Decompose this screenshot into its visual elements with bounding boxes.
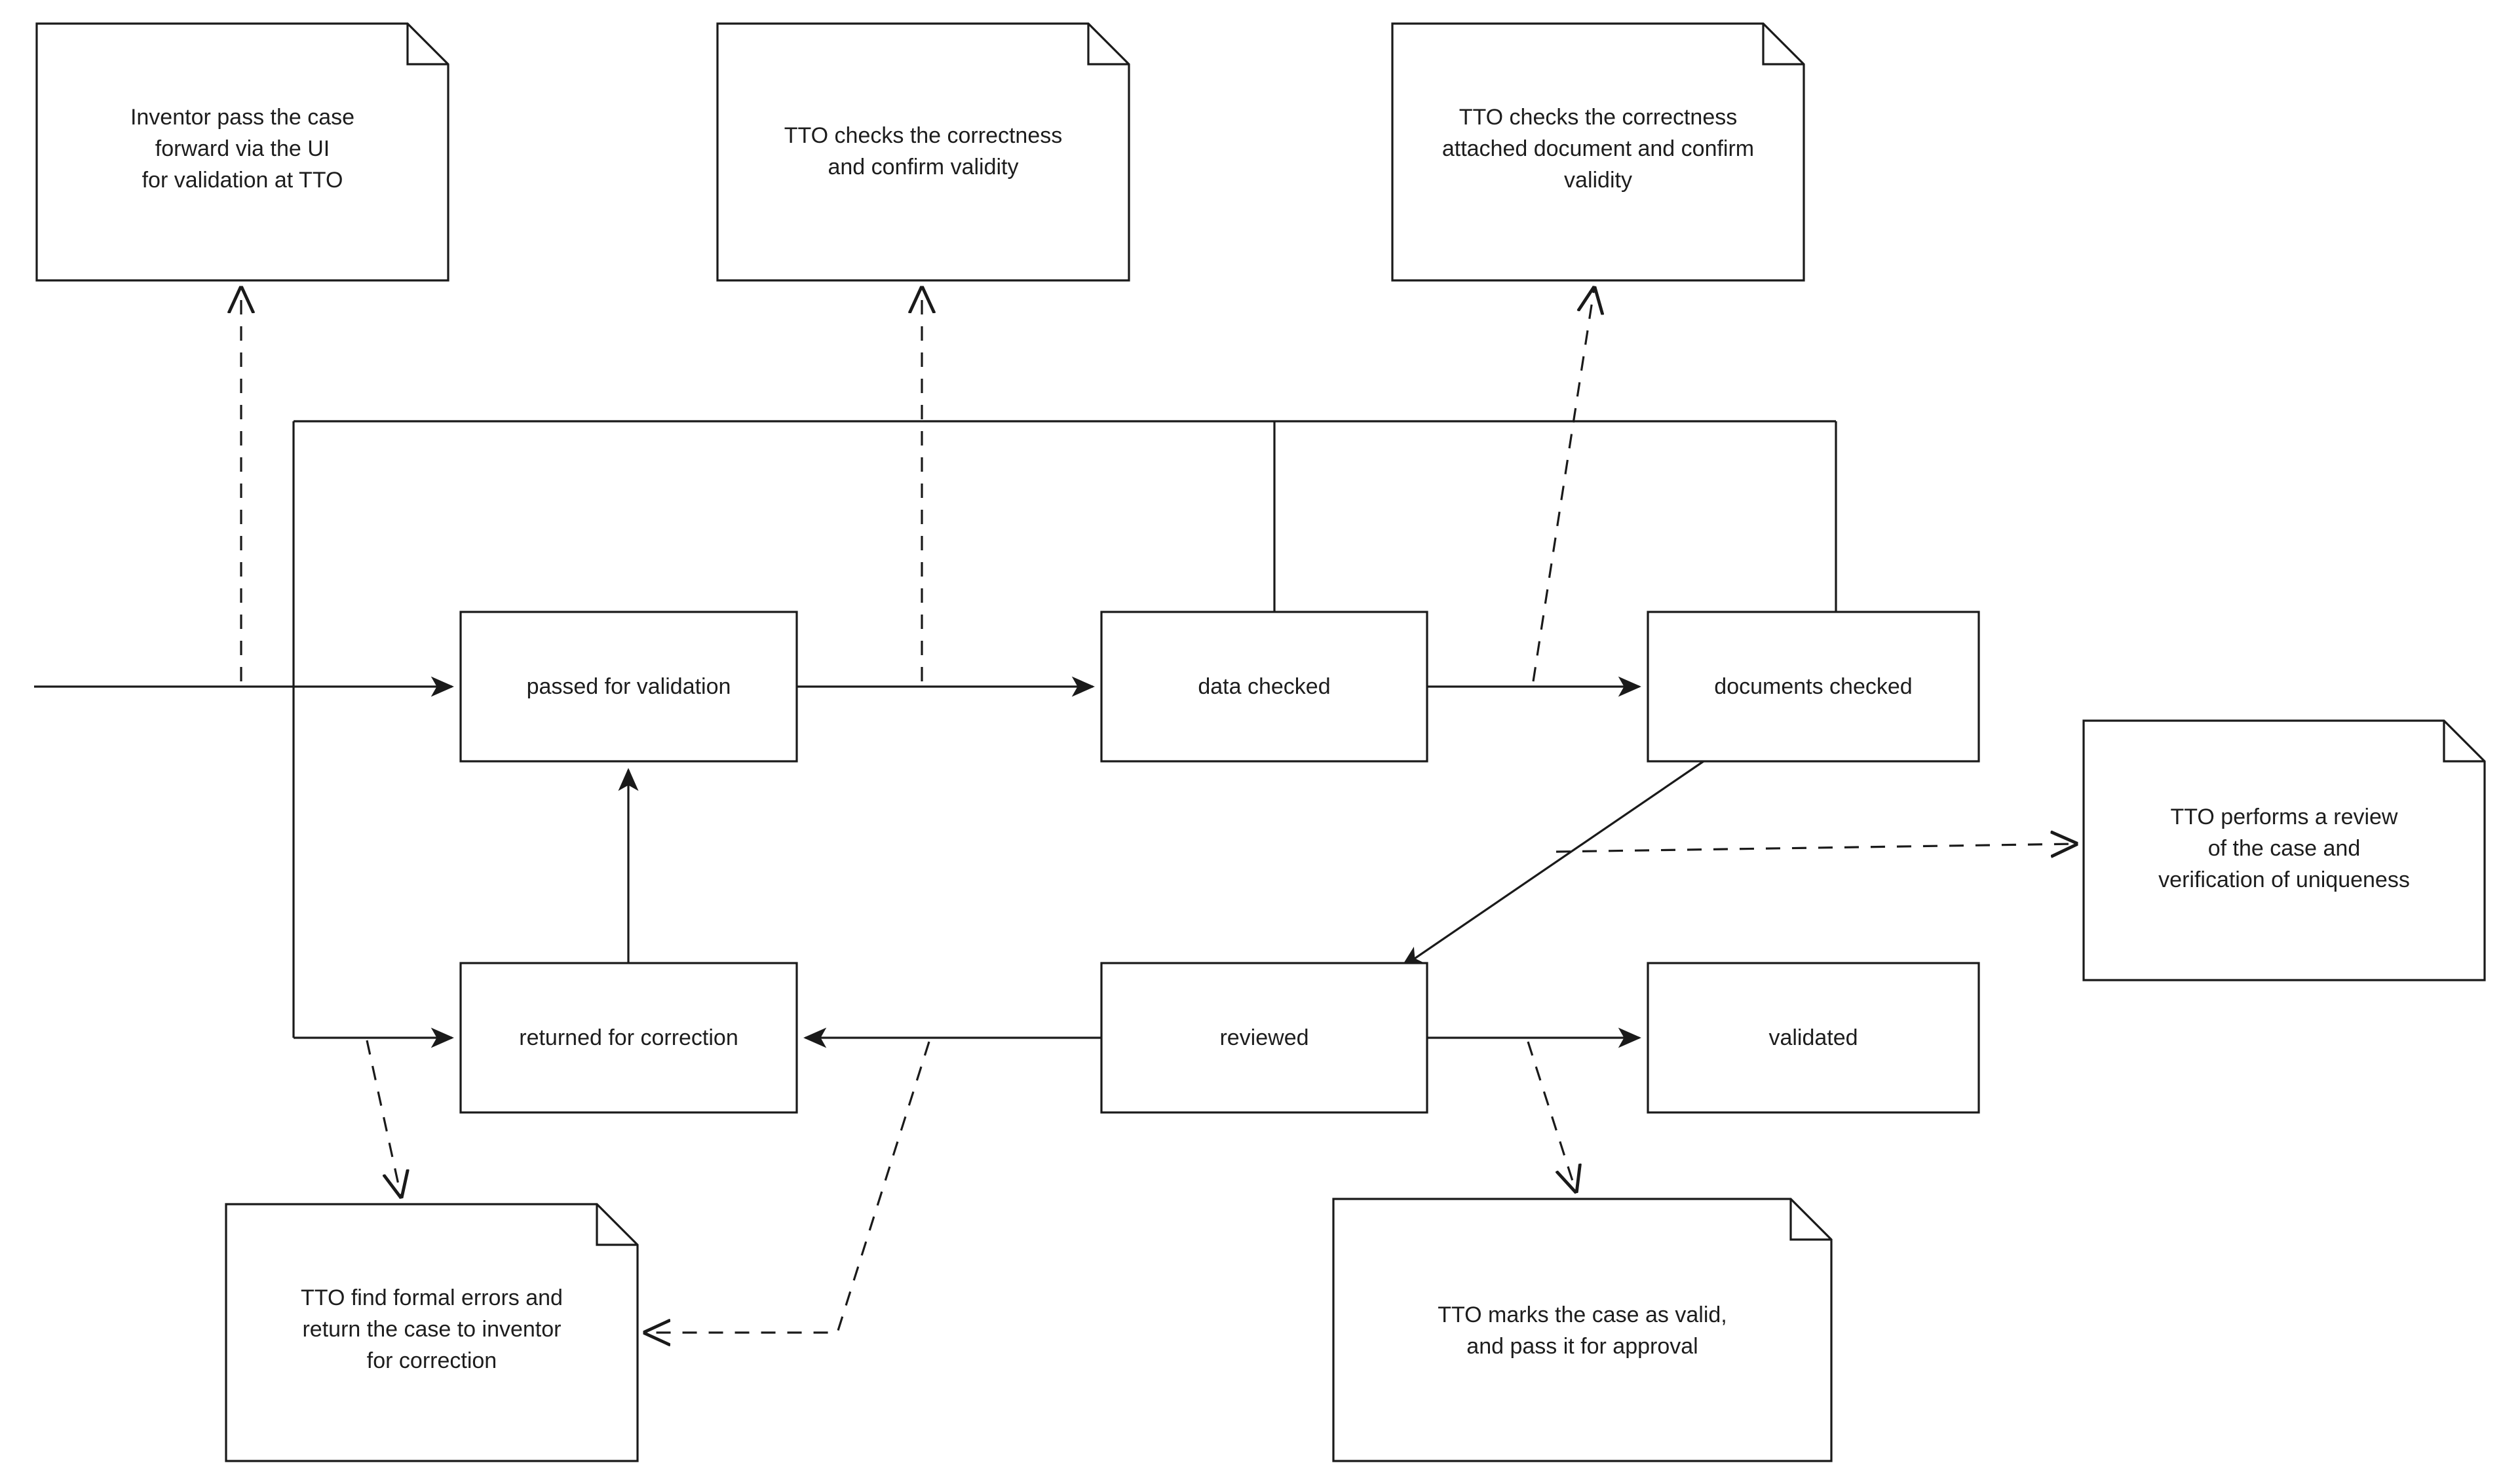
note-line: TTO performs a review [2170,805,2397,829]
state-label-returned-for-correction: returned for correction [519,1025,738,1050]
note-line: return the case to inventor [302,1317,561,1342]
note-line: forward via the UI [155,136,330,161]
note-fold-icon [2443,721,2485,763]
note-tto-review[interactable]: TTO performs a review of the case and ve… [2082,719,2486,981]
note-line: TTO marks the case as valid, [1438,1302,1727,1327]
note-line: for correction [367,1348,497,1373]
note-line: TTO find formal errors and [301,1285,563,1310]
note-line: and confirm validity [828,155,1018,180]
note-fold-icon [406,24,448,66]
note-link-tto-review [1556,844,2076,852]
note-line: verification of uniqueness [2158,867,2410,892]
note-line: validity [1564,168,1632,193]
state-node-passed-for-validation[interactable]: passed for validation [459,611,798,763]
state-label-validated: validated [1768,1025,1858,1050]
note-line: of the case and [2208,836,2361,861]
note-link-tto-find-errors-from-bracket [366,1040,401,1196]
note-link-tto-checks-documents [1532,288,1594,682]
note-line: TTO checks the correctness [1459,105,1738,130]
state-node-documents-checked[interactable]: documents checked [1647,611,1980,763]
state-label-reviewed: reviewed [1219,1025,1308,1050]
note-fold-icon [596,1204,638,1246]
note-link-tto-marks-valid [1527,1041,1576,1191]
state-node-validated[interactable]: validated [1647,962,1980,1114]
top-routing-rail [292,420,1837,1048]
note-line: attached document and confirm [1442,136,1754,161]
note-line: for validation at TTO [142,168,343,193]
note-fold-icon [1789,1199,1831,1241]
note-tto-find-errors[interactable]: TTO find formal errors and return the ca… [225,1203,639,1462]
note-inventor-pass[interactable]: Inventor pass the case forward via the U… [35,22,449,282]
note-line: Inventor pass the case [130,105,354,130]
note-fold-icon [1762,24,1804,66]
note-tto-checks-data[interactable]: TTO checks the correctness and confirm v… [716,22,1130,282]
note-line: TTO checks the correctness [784,123,1063,148]
transition-documents-to-reviewed [1400,760,1704,968]
state-node-reviewed[interactable]: reviewed [1100,962,1428,1114]
state-node-data-checked[interactable]: data checked [1100,611,1428,763]
state-node-returned-for-correction[interactable]: returned for correction [459,962,798,1114]
note-line: and pass it for approval [1466,1334,1698,1359]
state-label-passed-for-validation: passed for validation [527,674,731,699]
note-tto-marks-valid[interactable]: TTO marks the case as valid, and pass it… [1332,1198,1833,1462]
state-label-documents-checked: documents checked [1714,674,1912,699]
note-tto-checks-documents[interactable]: TTO checks the correctness attached docu… [1391,22,1805,282]
state-label-data-checked: data checked [1198,674,1330,699]
note-link-tto-find-errors-from-reviewed [645,1041,930,1333]
note-fold-icon [1087,24,1129,66]
